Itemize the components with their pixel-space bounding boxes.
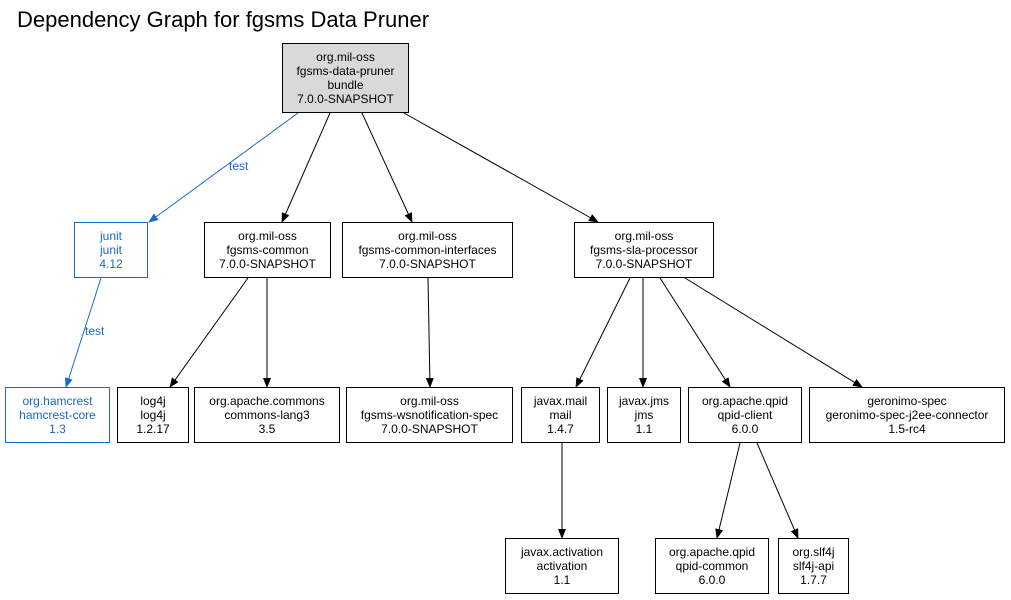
node-artifact: qpid-client	[717, 408, 773, 422]
node-artifact: activation	[536, 559, 588, 573]
node-version: 7.0.0-SNAPSHOT	[297, 92, 394, 106]
node-group: geronimo-spec	[867, 394, 947, 408]
node-group: org.mil-oss	[238, 229, 297, 243]
graph-title: Dependency Graph for fgsms Data Pruner	[17, 7, 430, 32]
node-artifact: fgsms-wsnotification-spec	[360, 408, 499, 422]
node-qpid-client[interactable]: org.apache.qpid qpid-client 6.0.0	[688, 387, 802, 443]
edge-label-test: test	[85, 324, 105, 338]
edge-qpid-client-qpid-common	[715, 442, 741, 539]
node-version: 6.0.0	[698, 573, 726, 587]
node-artifact: log4j	[140, 408, 166, 422]
node-group: junit	[99, 229, 122, 243]
node-artifact: fgsms-common	[226, 243, 309, 257]
node-version: 1.3	[49, 422, 66, 436]
node-group: org.mil-oss	[398, 229, 457, 243]
node-group: javax.mail	[533, 394, 588, 408]
edge-root-common	[281, 112, 331, 223]
node-version: 7.0.0-SNAPSHOT	[595, 257, 693, 271]
node-group: org.mil-oss	[614, 229, 674, 243]
edge-common-log4j	[169, 277, 249, 388]
node-group: org.apache.qpid	[668, 545, 756, 559]
node-artifact: qpid-common	[675, 559, 749, 573]
node-log4j[interactable]: log4j log4j 1.2.17	[117, 387, 189, 443]
edge-sla-qpid-client	[659, 277, 731, 388]
node-group: org.apache.qpid	[701, 394, 789, 408]
node-version: 7.0.0-SNAPSHOT	[219, 257, 316, 271]
node-javax-mail[interactable]: javax.mail mail 1.4.7	[521, 387, 600, 443]
edge-qpid-client-slf4j	[756, 442, 799, 539]
node-group: org.hamcrest	[22, 394, 93, 408]
node-junit[interactable]: junit junit 4.12	[74, 222, 148, 278]
node-version: 4.12	[99, 257, 123, 271]
node-artifact: commons-lang3	[224, 408, 310, 422]
node-fgsms-common-interfaces[interactable]: org.mil-oss fgsms-common-interfaces 7.0.…	[342, 222, 513, 278]
node-javax-activation[interactable]: javax.activation activation 1.1	[505, 538, 619, 594]
node-version: 1.1	[553, 573, 571, 587]
node-geronimo-spec-j2ee-connector[interactable]: geronimo-spec geronimo-spec-j2ee-connect…	[809, 387, 1005, 443]
node-group: javax.activation	[520, 545, 604, 559]
edge-junit-hamcrest	[64, 277, 102, 388]
node-version: 7.0.0-SNAPSHOT	[379, 257, 476, 271]
node-version: 1.5-rc4	[888, 422, 926, 436]
node-version: 3.5	[258, 422, 276, 436]
node-group: org.mil-oss	[316, 50, 375, 64]
edge-sla-geronimo	[684, 277, 863, 388]
node-version: 1.2.17	[136, 422, 170, 436]
node-version: 1.7.7	[800, 573, 827, 587]
node-version: 7.0.0-SNAPSHOT	[381, 422, 478, 436]
node-fgsms-common[interactable]: org.mil-oss fgsms-common 7.0.0-SNAPSHOT	[204, 222, 331, 278]
node-root[interactable]: org.mil-oss fgsms-data-pruner bundle 7.0…	[282, 43, 409, 113]
node-artifact: fgsms-common-interfaces	[358, 243, 497, 257]
node-group: javax.jms	[618, 394, 669, 408]
node-artifact: slf4j-api	[792, 559, 835, 573]
node-version: 6.0.0	[731, 422, 759, 436]
node-artifact: fgsms-sla-processor	[589, 243, 699, 257]
node-commons-lang3[interactable]: org.apache.commons commons-lang3 3.5	[194, 387, 340, 443]
node-artifact: geronimo-spec-j2ee-connector	[825, 408, 989, 422]
edge-label-test: test	[229, 159, 249, 173]
edge-sla-mail	[575, 277, 631, 388]
node-artifact: mail	[549, 408, 572, 422]
node-type: bundle	[327, 78, 364, 92]
node-group: org.slf4j	[792, 545, 835, 559]
node-version: 1.1	[635, 422, 653, 436]
node-artifact: jms	[634, 408, 654, 422]
edge-root-common-interfaces	[361, 112, 413, 223]
node-javax-jms[interactable]: javax.jms jms 1.1	[607, 387, 681, 443]
node-fgsms-sla-processor[interactable]: org.mil-oss fgsms-sla-processor 7.0.0-SN…	[574, 222, 714, 278]
node-fgsms-wsnotification-spec[interactable]: org.mil-oss fgsms-wsnotification-spec 7.…	[346, 387, 513, 443]
node-slf4j-api[interactable]: org.slf4j slf4j-api 1.7.7	[778, 538, 849, 594]
edge-root-sla-processor	[403, 112, 599, 223]
node-artifact: junit	[99, 243, 122, 257]
node-artifact: fgsms-data-pruner	[296, 64, 395, 78]
edge-root-junit	[148, 112, 299, 223]
node-qpid-common[interactable]: org.apache.qpid qpid-common 6.0.0	[655, 538, 769, 594]
node-artifact: hamcrest-core	[19, 408, 96, 422]
node-group: org.mil-oss	[400, 394, 459, 408]
node-group: log4j	[140, 394, 166, 408]
node-hamcrest-core[interactable]: org.hamcrest hamcrest-core 1.3	[5, 387, 110, 443]
node-version: 1.4.7	[547, 422, 574, 436]
node-group: org.apache.commons	[209, 394, 325, 408]
edge-interfaces-wsnotification	[425, 277, 434, 388]
